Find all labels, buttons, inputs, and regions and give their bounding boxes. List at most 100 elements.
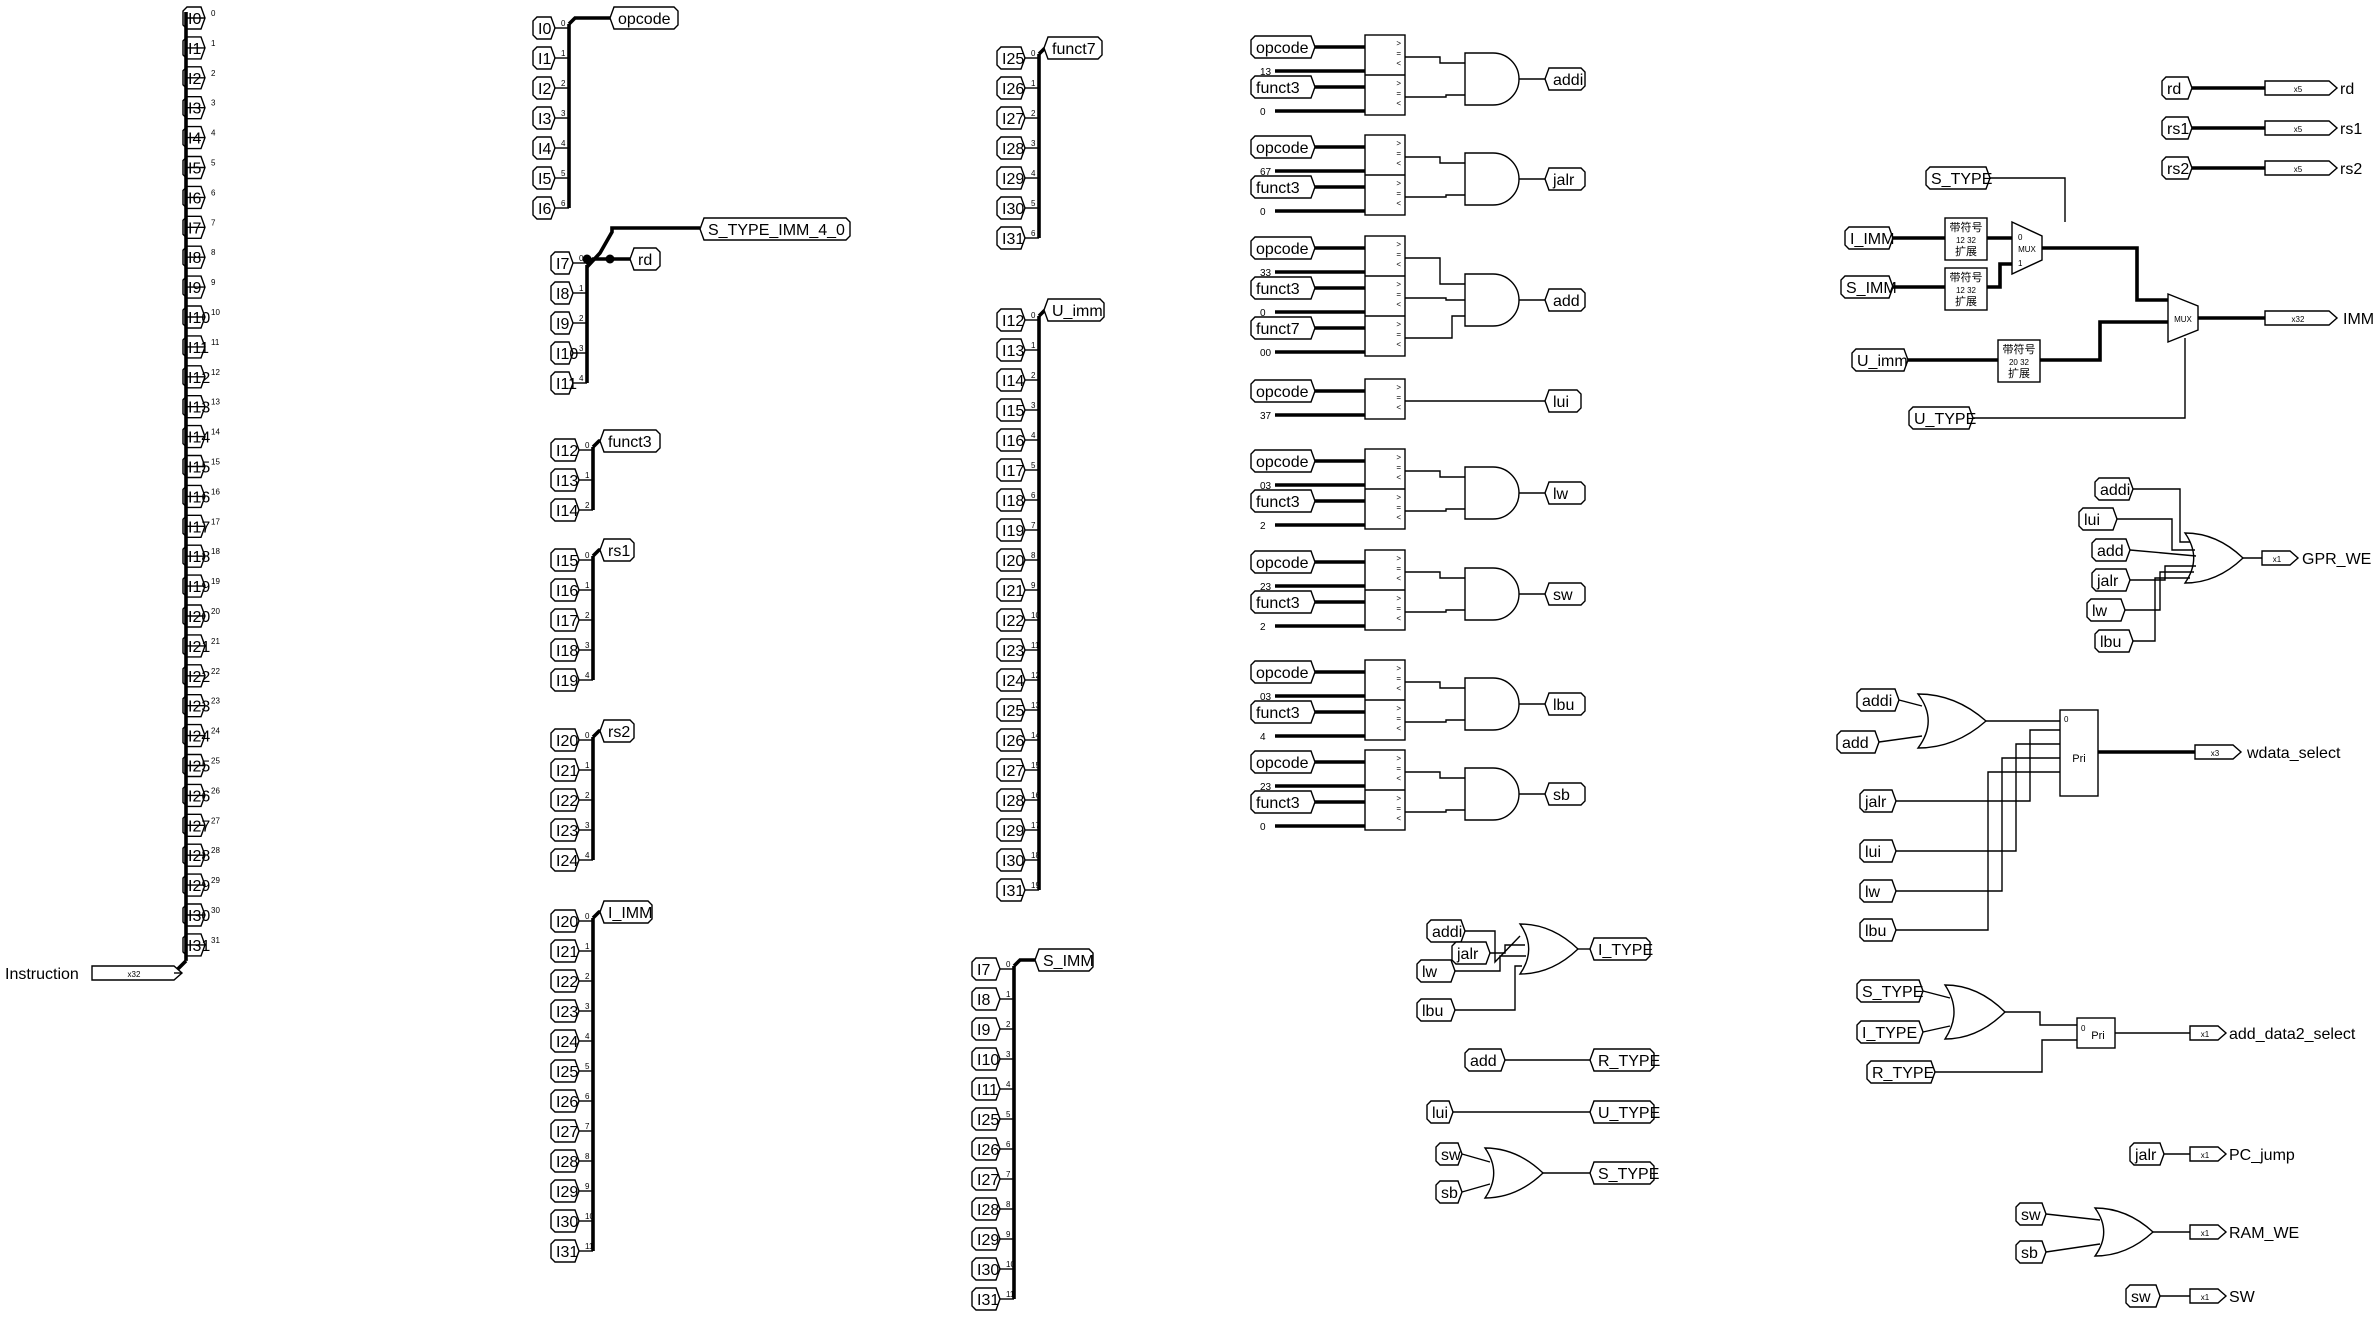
tunnel-i6[interactable]: I6 <box>532 196 556 220</box>
tunnel-sw[interactable]: sw <box>2125 1284 2161 1308</box>
tunnel-sb[interactable]: sb <box>1435 1180 1463 1204</box>
tunnel-i25[interactable]: I25 <box>550 1059 580 1083</box>
tunnel-i9[interactable]: I9 <box>550 311 574 335</box>
tunnel-i15[interactable]: I15 <box>182 454 210 479</box>
tunnel-lbu[interactable]: lbu <box>1859 918 1897 942</box>
tunnel-i28[interactable]: I28 <box>971 1197 1001 1221</box>
tunnel-i26[interactable]: I26 <box>996 728 1026 752</box>
tunnel-i28[interactable]: I28 <box>996 788 1026 812</box>
tunnel-i28[interactable]: I28 <box>996 136 1026 160</box>
tunnel-i16[interactable]: I16 <box>996 428 1026 452</box>
tunnel-i22[interactable]: I22 <box>550 788 580 812</box>
tunnel-opcode[interactable]: opcode <box>1250 550 1316 574</box>
tunnel-add[interactable]: add <box>1836 730 1880 754</box>
tunnel-funct3[interactable]: funct3 <box>1250 276 1316 300</box>
tunnel-i26[interactable]: I26 <box>550 1089 580 1113</box>
tunnel-lui[interactable]: lui <box>1426 1100 1454 1124</box>
tunnel-sb[interactable]: sb <box>1544 782 1586 806</box>
tunnel-i7[interactable]: I7 <box>971 957 1001 981</box>
tunnel-i-imm[interactable]: I_IMM <box>599 900 653 924</box>
tunnel-sw[interactable]: sw <box>1544 582 1586 606</box>
tunnel-add[interactable]: add <box>2091 538 2131 562</box>
tunnel-i-imm[interactable]: I_IMM <box>1844 226 1894 250</box>
tunnel-i21[interactable]: I21 <box>996 578 1026 602</box>
tunnel-i27[interactable]: I27 <box>996 758 1026 782</box>
tunnel-i8[interactable]: I8 <box>971 987 1001 1011</box>
tunnel-i20[interactable]: I20 <box>996 548 1026 572</box>
tunnel-addi[interactable]: addi <box>1544 67 1586 91</box>
tunnel-i27[interactable]: I27 <box>996 106 1026 130</box>
tunnel-i28[interactable]: I28 <box>550 1149 580 1173</box>
tunnel-opcode[interactable]: opcode <box>1250 236 1316 260</box>
tunnel-i27[interactable]: I27 <box>550 1119 580 1143</box>
tunnel-i9[interactable]: I9 <box>971 1017 1001 1041</box>
tunnel-u-type[interactable]: U_TYPE <box>1589 1100 1660 1124</box>
tunnel-i13[interactable]: I13 <box>550 468 580 492</box>
tunnel-rd[interactable]: rd <box>2161 76 2193 100</box>
tunnel-s-type[interactable]: S_TYPE <box>1589 1161 1659 1185</box>
tunnel-i24[interactable]: I24 <box>550 1029 580 1053</box>
tunnel-i15[interactable]: I15 <box>996 398 1026 422</box>
tunnel-s-imm[interactable]: S_IMM <box>1840 275 1897 299</box>
tunnel-opcode[interactable]: opcode <box>1250 379 1316 403</box>
tunnel-i21[interactable]: I21 <box>550 939 580 963</box>
tunnel-i25[interactable]: I25 <box>182 753 210 778</box>
tunnel-i31[interactable]: I31 <box>971 1287 1001 1311</box>
tunnel-i26[interactable]: I26 <box>996 76 1026 100</box>
tunnel-funct3[interactable]: funct3 <box>1250 175 1316 199</box>
tunnel-i29[interactable]: I29 <box>971 1227 1001 1251</box>
tunnel-i15[interactable]: I15 <box>550 548 580 572</box>
tunnel-i31[interactable]: I31 <box>550 1239 580 1263</box>
tunnel-u-type[interactable]: U_TYPE <box>1908 406 1976 430</box>
tunnel-opcode[interactable]: opcode <box>1250 660 1316 684</box>
tunnel-add[interactable]: add <box>1464 1048 1506 1072</box>
tunnel-i25[interactable]: I25 <box>996 46 1026 70</box>
tunnel-s-type[interactable]: S_TYPE <box>1856 979 1924 1003</box>
tunnel-i24[interactable]: I24 <box>996 668 1026 692</box>
tunnel-i16[interactable]: I16 <box>550 578 580 602</box>
tunnel-s-type[interactable]: S_TYPE <box>1925 166 1992 190</box>
tunnel-i26[interactable]: I26 <box>971 1137 1001 1161</box>
tunnel-i7[interactable]: I7 <box>550 251 574 275</box>
tunnel-i8[interactable]: I8 <box>550 281 574 305</box>
tunnel-lw[interactable]: lw <box>1416 959 1456 983</box>
tunnel-rs1[interactable]: rs1 <box>599 538 635 562</box>
tunnel-i2[interactable]: I2 <box>182 66 206 90</box>
tunnel-i17[interactable]: I17 <box>550 608 580 632</box>
tunnel-i11[interactable]: I11 <box>971 1077 1001 1101</box>
tunnel-funct3[interactable]: funct3 <box>1250 489 1316 513</box>
tunnel-jalr[interactable]: jalr <box>1451 941 1491 965</box>
tunnel-i-type[interactable]: I_TYPE <box>1589 937 1653 961</box>
tunnel-i20[interactable]: I20 <box>550 909 580 933</box>
tunnel-add[interactable]: add <box>1544 288 1586 312</box>
tunnel-i19[interactable]: I19 <box>550 668 580 692</box>
tunnel-rs1[interactable]: rs1 <box>2161 116 2193 140</box>
tunnel-lui[interactable]: lui <box>1859 839 1897 863</box>
tunnel-i21[interactable]: I21 <box>550 758 580 782</box>
tunnel-i3[interactable]: I3 <box>532 106 556 130</box>
tunnel-jalr[interactable]: jalr <box>1859 789 1897 813</box>
tunnel-i31[interactable]: I31 <box>996 226 1026 250</box>
tunnel-i10[interactable]: I10 <box>971 1047 1001 1071</box>
tunnel-i5[interactable]: I5 <box>532 166 556 190</box>
tunnel-i30[interactable]: I30 <box>971 1257 1001 1281</box>
tunnel-i17[interactable]: I17 <box>996 458 1026 482</box>
tunnel-lw[interactable]: lw <box>2086 598 2126 622</box>
tunnel-i29[interactable]: I29 <box>550 1179 580 1203</box>
tunnel-sw[interactable]: sw <box>1435 1142 1463 1166</box>
tunnel-i29[interactable]: I29 <box>182 873 210 897</box>
tunnel-i0[interactable]: I0 <box>532 16 556 40</box>
tunnel-s-imm[interactable]: S_IMM <box>1034 948 1094 972</box>
tunnel-i23[interactable]: I23 <box>550 999 580 1023</box>
tunnel-i26[interactable]: I26 <box>182 783 210 808</box>
tunnel-sw[interactable]: sw <box>2015 1202 2047 1226</box>
tunnel-opcode[interactable]: opcode <box>1250 135 1316 159</box>
tunnel-i1[interactable]: I1 <box>532 46 556 70</box>
tunnel-lw[interactable]: lw <box>1859 879 1897 903</box>
tunnel-i18[interactable]: I18 <box>996 488 1026 512</box>
tunnel-jalr[interactable]: jalr <box>2129 1142 2165 1166</box>
tunnel-i25[interactable]: I25 <box>971 1107 1001 1131</box>
tunnel-r-type[interactable]: R_TYPE <box>1589 1048 1660 1072</box>
tunnel-i18[interactable]: I18 <box>550 638 580 662</box>
tunnel-i11[interactable]: I11 <box>550 371 577 395</box>
